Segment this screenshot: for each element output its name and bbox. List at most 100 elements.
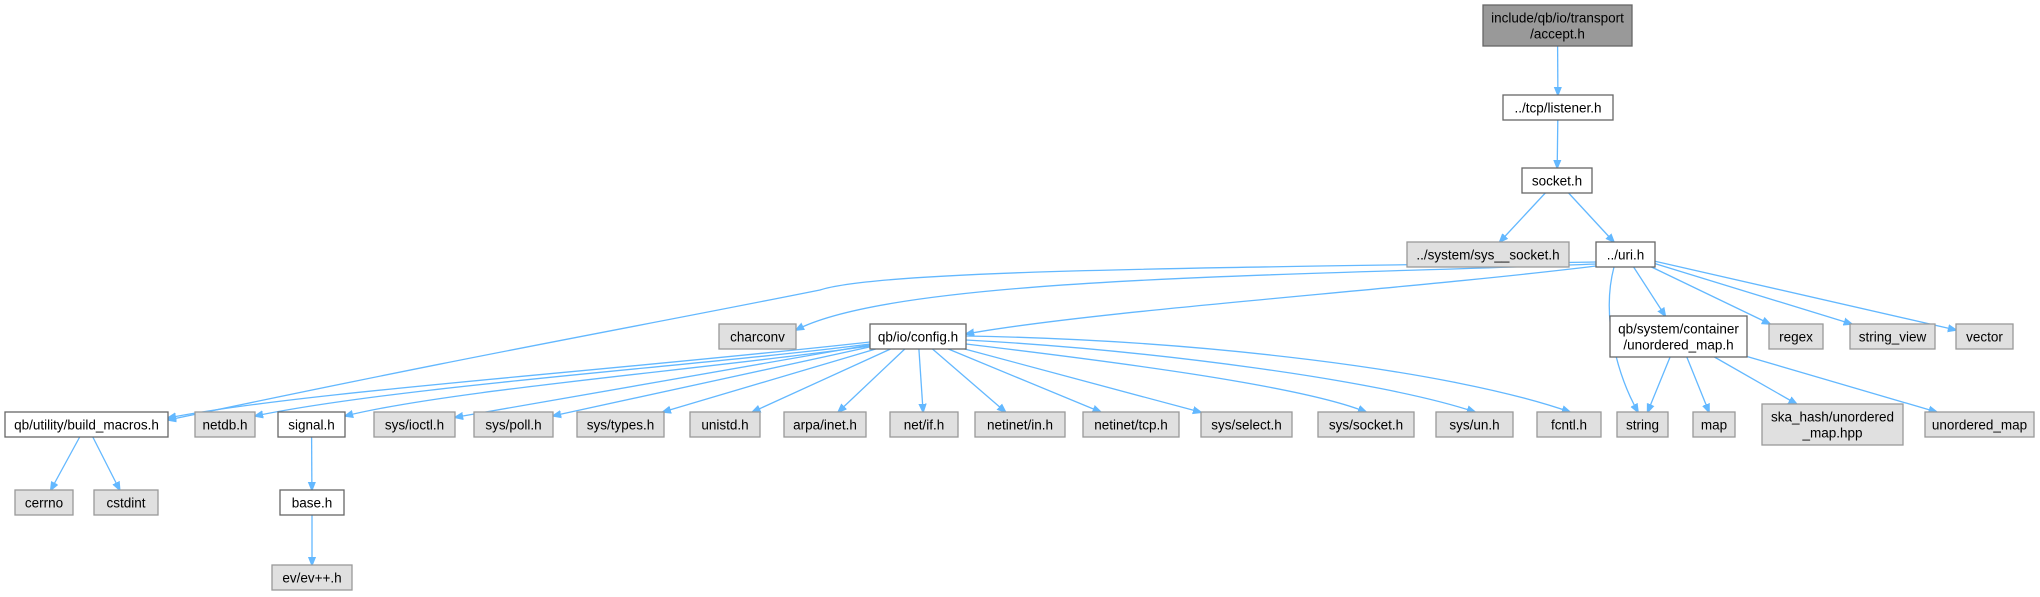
node-sock: sys/socket.h (1317, 411, 1415, 438)
node-label: ../tcp/listener.h (1514, 101, 1601, 116)
node-label: charconv (730, 330, 785, 345)
edge-socket-to-sys_socket (1500, 192, 1546, 242)
node-label: sys/socket.h (1329, 418, 1403, 433)
node-label: netinet/tcp.h (1094, 418, 1168, 433)
node-label: sys/poll.h (485, 418, 541, 433)
node-vector: vector (1955, 323, 2014, 350)
node-config[interactable]: qb/io/config.h (869, 323, 967, 350)
node-box (473, 411, 554, 438)
node-label: _map.hpp (1801, 426, 1862, 441)
edge-config-to-signal (345, 345, 871, 416)
node-box (869, 323, 967, 350)
edge-config-to-netif (918, 348, 923, 412)
node-box (576, 411, 665, 438)
node-unistd: unistd.h (689, 411, 761, 438)
node-label: qb/system/container (1618, 322, 1739, 337)
edge-unordered_map_h-to-unordered_map (1746, 355, 1937, 413)
edge-layer (51, 45, 1956, 565)
node-label: ../uri.h (1607, 248, 1645, 263)
node-unordered-map-h[interactable]: qb/system/container/unordered_map.h (1609, 315, 1748, 358)
node-box (4, 411, 169, 438)
node-box (277, 411, 346, 438)
node-box (93, 489, 159, 516)
node-socket[interactable]: socket.h (1521, 167, 1593, 194)
edge-build_macros-to-cstdint (92, 436, 120, 490)
node-netinet-in: netinet/in.h (974, 411, 1066, 438)
node-accept[interactable]: include/qb/io/transport/accept.h (1482, 4, 1633, 47)
node-signal[interactable]: signal.h (277, 411, 346, 438)
edge-config-to-fcntl (965, 335, 1570, 412)
node-layer: include/qb/io/transport/accept.h ../tcp/l… (4, 4, 2035, 591)
node-label: netdb.h (202, 418, 247, 433)
node-build-macros[interactable]: qb/utility/build_macros.h (4, 411, 169, 438)
node-box (1406, 241, 1570, 268)
node-box (1435, 411, 1514, 438)
edge-unordered_map_h-to-map (1686, 356, 1709, 412)
node-types: sys/types.h (576, 411, 665, 438)
node-poll: sys/poll.h (473, 411, 554, 438)
node-string: string (1616, 411, 1669, 438)
node-box (14, 489, 74, 516)
node-ev: ev/ev++.h (271, 564, 353, 591)
node-listener[interactable]: ../tcp/listener.h (1502, 94, 1614, 121)
node-charconv: charconv (718, 323, 797, 350)
node-netinet-tcp: netinet/tcp.h (1082, 411, 1180, 438)
node-fcntl: fcntl.h (1536, 411, 1602, 438)
node-box (1692, 411, 1736, 438)
node-label: cstdint (106, 496, 145, 511)
node-box (1595, 241, 1656, 268)
node-base[interactable]: base.h (279, 489, 345, 516)
node-box (194, 411, 256, 438)
node-string-view: string_view (1849, 323, 1936, 350)
node-box (1502, 94, 1614, 121)
edge-config-to-netdb (255, 343, 871, 416)
node-netdb: netdb.h (194, 411, 256, 438)
node-box (718, 323, 797, 350)
node-cerrno: cerrno (14, 489, 74, 516)
node-netif: net/if.h (889, 411, 959, 438)
edge-uri-to-string_view (1654, 262, 1852, 324)
node-label: qb/utility/build_macros.h (14, 418, 159, 433)
node-box (373, 411, 456, 438)
node-box (1317, 411, 1415, 438)
node-box (1955, 323, 2014, 350)
node-arpa: arpa/inet.h (783, 411, 867, 438)
node-box (1082, 411, 1180, 438)
node-label: unistd.h (701, 418, 748, 433)
node-box (1609, 315, 1748, 358)
node-label: sys/un.h (1449, 418, 1499, 433)
edge-config-to-arpa (838, 348, 906, 412)
node-box (1482, 4, 1633, 47)
node-box (271, 564, 353, 591)
node-box (1521, 167, 1593, 194)
node-label: regex (1779, 330, 1813, 345)
node-box (1761, 403, 1904, 446)
node-label: vector (1966, 330, 2003, 345)
node-label: sys/select.h (1211, 418, 1282, 433)
node-box (1849, 323, 1936, 350)
edge-config-to-poll (553, 346, 871, 416)
node-label: ev/ev++.h (282, 571, 341, 586)
node-label: fcntl.h (1551, 418, 1587, 433)
edge-uri-to-unordered_map_h (1633, 266, 1666, 316)
node-label: ../system/sys__socket.h (1416, 248, 1559, 263)
edge-config-to-netinet_tcp (948, 348, 1100, 412)
node-label: sys/ioctl.h (385, 418, 444, 433)
edge-unordered_map_h-to-string (1648, 356, 1671, 412)
node-box (1924, 411, 2035, 438)
node-box (689, 411, 761, 438)
node-label: /unordered_map.h (1623, 338, 1733, 353)
node-uri[interactable]: ../uri.h (1595, 241, 1656, 268)
node-label: socket.h (1532, 174, 1582, 189)
node-label: arpa/inet.h (793, 418, 857, 433)
node-cstdint: cstdint (93, 489, 159, 516)
edge-uri-to-vector (1654, 260, 1956, 330)
node-label: ska_hash/unordered (1771, 410, 1894, 425)
node-label: include/qb/io/transport (1491, 11, 1624, 26)
node-label: signal.h (288, 418, 335, 433)
edge-socket-to-uri (1568, 192, 1614, 242)
edge-config-to-netinet_in (932, 348, 1006, 412)
edge-uri-to-config (966, 265, 1597, 334)
edge-uri-to-charconv (796, 263, 1597, 330)
node-box (783, 411, 867, 438)
